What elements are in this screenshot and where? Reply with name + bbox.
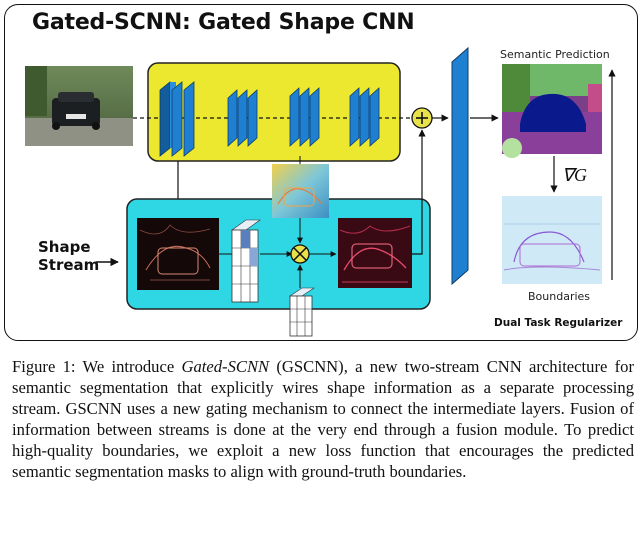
shape-stream-label-line2: Stream [38,256,99,274]
gated-output-image [338,218,412,288]
input-image [25,66,133,146]
conv-block-group-2 [227,89,258,147]
fusion-node [411,107,433,129]
shape-to-fusion-arrow [412,129,426,255]
feature-grid-1 [231,219,261,303]
caption-prefix: Figure 1: We introduce [12,357,182,376]
attention-map-image [272,164,329,218]
caption-method-name: Gated-SCNN [181,357,270,376]
dual-task-label: Dual Task Regularizer [494,317,623,329]
semantic-prediction-label: Semantic Prediction [500,48,610,61]
conv-block-group-3 [289,87,320,147]
boundaries-image [502,196,602,284]
caption-body: (GSCNN), a new two-stream CNN architectu… [12,357,634,481]
fusion-conv-block [451,46,469,286]
gradient-label: ∇G [562,165,587,185]
conv-block-group-4 [349,87,380,147]
architecture-diagram: Shape Stream [25,46,623,337]
regular-stream-box [147,62,401,162]
semantic-prediction-image [502,64,602,158]
gate-multiply-node [290,244,310,264]
boundaries-label: Boundaries [528,290,590,303]
figure-title: Gated-SCNN: Gated Shape CNN [32,10,415,35]
feature-grid-2 [289,287,315,337]
edge-feature-image [137,218,219,290]
conv-block-group-1 [159,81,195,157]
figure-caption: Figure 1: We introduce Gated-SCNN (GSCNN… [12,356,634,482]
shape-stream-label-line1: Shape [38,238,91,256]
